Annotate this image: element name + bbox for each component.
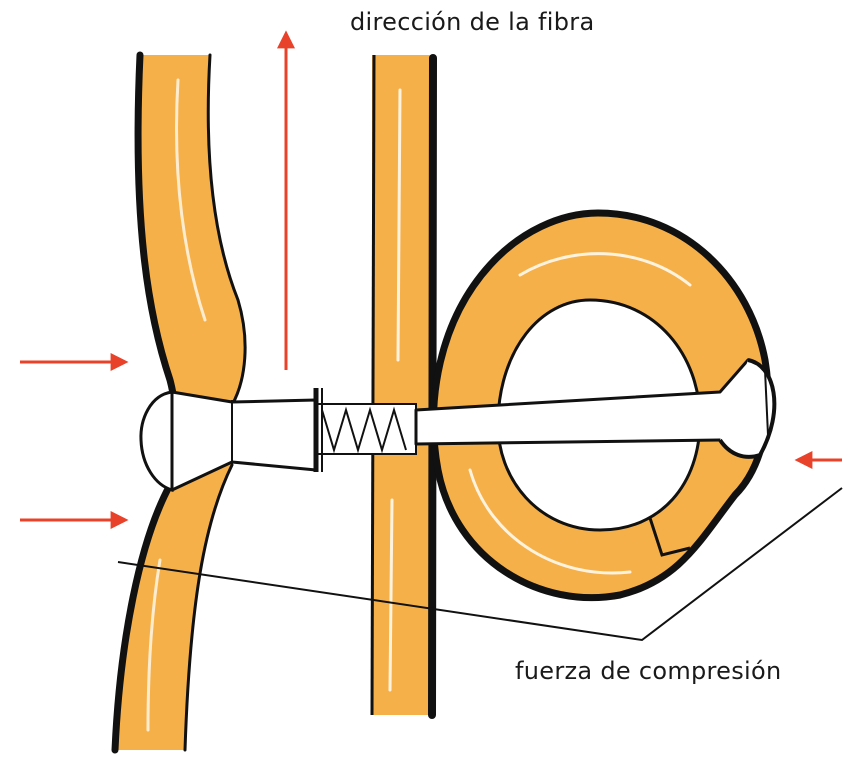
fiber-direction-label: dirección de la fibra [350,8,594,36]
middle-wood-board [372,55,434,715]
compression-force-label: fuerza de compresión [515,657,782,685]
